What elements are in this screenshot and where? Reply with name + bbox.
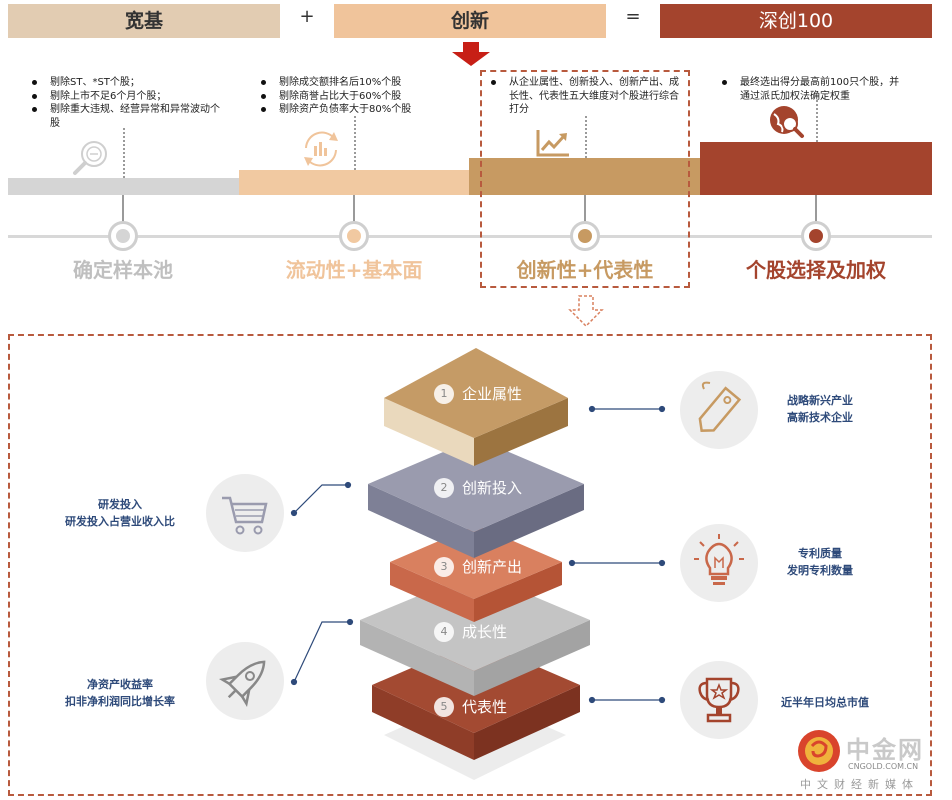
layer-title: 创新产出 [462, 558, 523, 576]
timeline-line [8, 235, 932, 238]
eq-part-broad: 宽基 [8, 4, 280, 38]
connector [123, 128, 125, 178]
layer-title: 企业属性 [462, 385, 523, 403]
stem [815, 195, 817, 223]
stem [353, 195, 355, 223]
down-arrow-icon [452, 42, 490, 66]
step-bar-1 [8, 178, 240, 195]
text-line: 发明专利数量 [787, 564, 853, 577]
eq-part-innovation: 创新 [334, 4, 606, 38]
cart-icon [222, 496, 268, 535]
output-icon-circle [680, 524, 758, 602]
watermark-name: 中金网 [846, 736, 924, 764]
step-bar-4 [700, 142, 932, 195]
text-line: 扣非净利润同比增长率 [65, 695, 175, 708]
layer-label-1: 1 企业属性 [434, 383, 522, 404]
magnifier-icon [73, 141, 107, 175]
text-line: 近半年日均总市值 [781, 696, 869, 709]
layer-title: 成长性 [462, 623, 508, 641]
step-label-1: 确定样本池 [73, 258, 173, 282]
tag-icon [698, 381, 742, 432]
layer-number: 4 [434, 621, 454, 642]
highlight-box [480, 70, 690, 288]
output-text: 专利质量 发明专利数量 [760, 545, 880, 579]
hollow-down-arrow-icon [568, 295, 604, 328]
layer-title: 代表性 [462, 698, 508, 716]
watermark-slogan: 中文财经新媒体 [800, 778, 919, 791]
growth-text: 净资产收益率 扣非净利润同比增长率 [50, 676, 190, 710]
connector [816, 100, 818, 142]
step-node-3 [570, 221, 600, 251]
input-text: 研发投入 研发投入占营业收入比 [50, 496, 190, 530]
bullet-item: 剔除重大违规、经营异常和异常波动个股 [28, 103, 228, 130]
layer-stack [360, 348, 590, 780]
bullet-item: 最终选出得分最高前100只个股，并通过派氏加权法确定权重 [718, 76, 908, 103]
layer-number: 1 [434, 383, 454, 404]
stem [122, 195, 124, 223]
connector [354, 116, 356, 170]
step-node-1 [108, 221, 138, 251]
rep-text: 近半年日均总市值 [760, 694, 890, 711]
layer-label-5: 5 代表性 [434, 696, 507, 717]
lightbulb-icon [694, 534, 744, 585]
input-icon-circle [206, 474, 284, 552]
watermark-domain: CNGOLD.COM.CN [848, 762, 919, 771]
text-line: 研发投入占营业收入比 [65, 515, 175, 528]
eq-plus: + [299, 6, 315, 27]
attr-icon-circle [680, 371, 758, 449]
trend-chart-icon [536, 130, 569, 157]
step4-bullets: 最终选出得分最高前100只个股，并通过派氏加权法确定权重 [718, 76, 908, 103]
step-node-2 [339, 221, 369, 251]
step3-bullets: 从企业属性、创新投入、创新产出、成长性、代表性五大维度对个股进行综合打分 [487, 76, 687, 117]
step-label-3: 创新性+代表性 [516, 258, 654, 282]
watermark-logo-icon [798, 730, 840, 772]
detail-panel [8, 334, 932, 796]
cycle-chart-icon [304, 131, 338, 167]
layer-label-2: 2 创新投入 [434, 477, 522, 498]
text-line: 高新技术企业 [787, 411, 853, 424]
text-line: 净资产收益率 [87, 678, 153, 691]
rocket-icon [218, 660, 266, 708]
step-node-4 [801, 221, 831, 251]
layer-block-1 [384, 348, 568, 466]
bullet-item: 剔除ST、*ST个股； [28, 76, 238, 90]
trophy-icon [698, 677, 740, 723]
attr-text: 战略新兴产业 高新技术企业 [760, 392, 880, 426]
step-bar-3 [469, 158, 701, 195]
eq-result: 深创100 [660, 4, 932, 38]
stem [584, 195, 586, 223]
step-bar-2 [239, 170, 470, 195]
bullet-item: 剔除资产负债率大于80%个股 [257, 103, 477, 117]
layer-block-2 [368, 438, 584, 558]
step1-bullets: 剔除ST、*ST个股； 剔除上市不足6个月个股； 剔除重大违规、经营异常和异常波… [28, 76, 238, 130]
text-line: 研发投入 [98, 498, 142, 511]
layer-label-3: 3 创新产出 [434, 556, 522, 577]
step2-bullets: 剔除成交额排名后10%个股 剔除商誉占比大于60%个股 剔除资产负债率大于80%… [257, 76, 477, 117]
text-line: 战略新兴产业 [787, 394, 853, 407]
layer-label-4: 4 成长性 [434, 621, 507, 642]
layer-title: 创新投入 [462, 479, 523, 497]
layer-number: 5 [434, 696, 454, 717]
bullet-item: 剔除商誉占比大于60%个股 [257, 90, 477, 104]
growth-icon-circle [206, 642, 284, 720]
bullet-item: 剔除上市不足6个月个股； [28, 90, 238, 104]
eq-equals: = [625, 6, 641, 27]
step-label-2: 流动性+基本面 [285, 258, 423, 282]
rep-icon-circle [680, 661, 758, 739]
layer-number: 3 [434, 556, 454, 577]
bullet-item: 剔除成交额排名后10%个股 [257, 76, 477, 90]
layer-block-3 [390, 525, 562, 622]
layer-number: 2 [434, 477, 454, 498]
step-label-4: 个股选择及加权 [746, 258, 886, 282]
connector [585, 116, 587, 158]
text-line: 专利质量 [798, 547, 842, 560]
globe-search-icon [770, 106, 804, 138]
bullet-item: 从企业属性、创新投入、创新产出、成长性、代表性五大维度对个股进行综合打分 [487, 76, 687, 117]
